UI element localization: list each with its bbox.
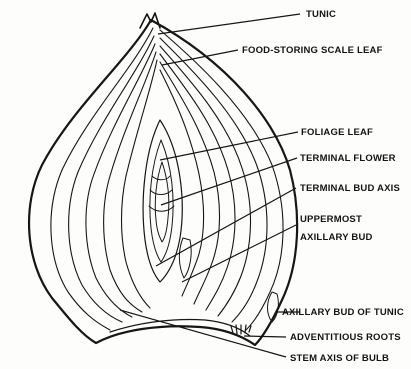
leader-stem-axis-of-bulb: [120, 310, 286, 357]
axillary-bud-inner: [179, 238, 191, 278]
label-uppermost: UPPERMOST: [300, 214, 362, 225]
terminal-bud: [143, 120, 182, 282]
tunic-tip: [140, 13, 160, 28]
leader-foliage-leaf: [160, 132, 298, 160]
bulb-outer-outline: [29, 20, 297, 345]
label-foliage-leaf: FOLIAGE LEAF: [301, 127, 373, 138]
label-stem-axis-of-bulb: STEM AXIS OF BULB: [290, 353, 389, 364]
label-axillary-bud-of-tunic: AXILLARY BUD OF TUNIC: [282, 307, 404, 318]
label-terminal-flower: TERMINAL FLOWER: [300, 153, 396, 164]
label-terminal-bud-axis: TERMINAL BUD AXIS: [300, 183, 400, 194]
label-tunic: TUNIC: [306, 9, 336, 20]
label-axillary-bud: AXILLARY BUD: [300, 232, 373, 243]
label-adventitious-roots: ADVENTITIOUS ROOTS: [290, 332, 401, 343]
leader-adventitious-roots: [244, 336, 286, 337]
stem-base-line: [110, 320, 250, 337]
label-food-storing-scale-leaf: FOOD-STORING SCALE LEAF: [242, 45, 383, 56]
leader-tunic: [158, 14, 300, 34]
